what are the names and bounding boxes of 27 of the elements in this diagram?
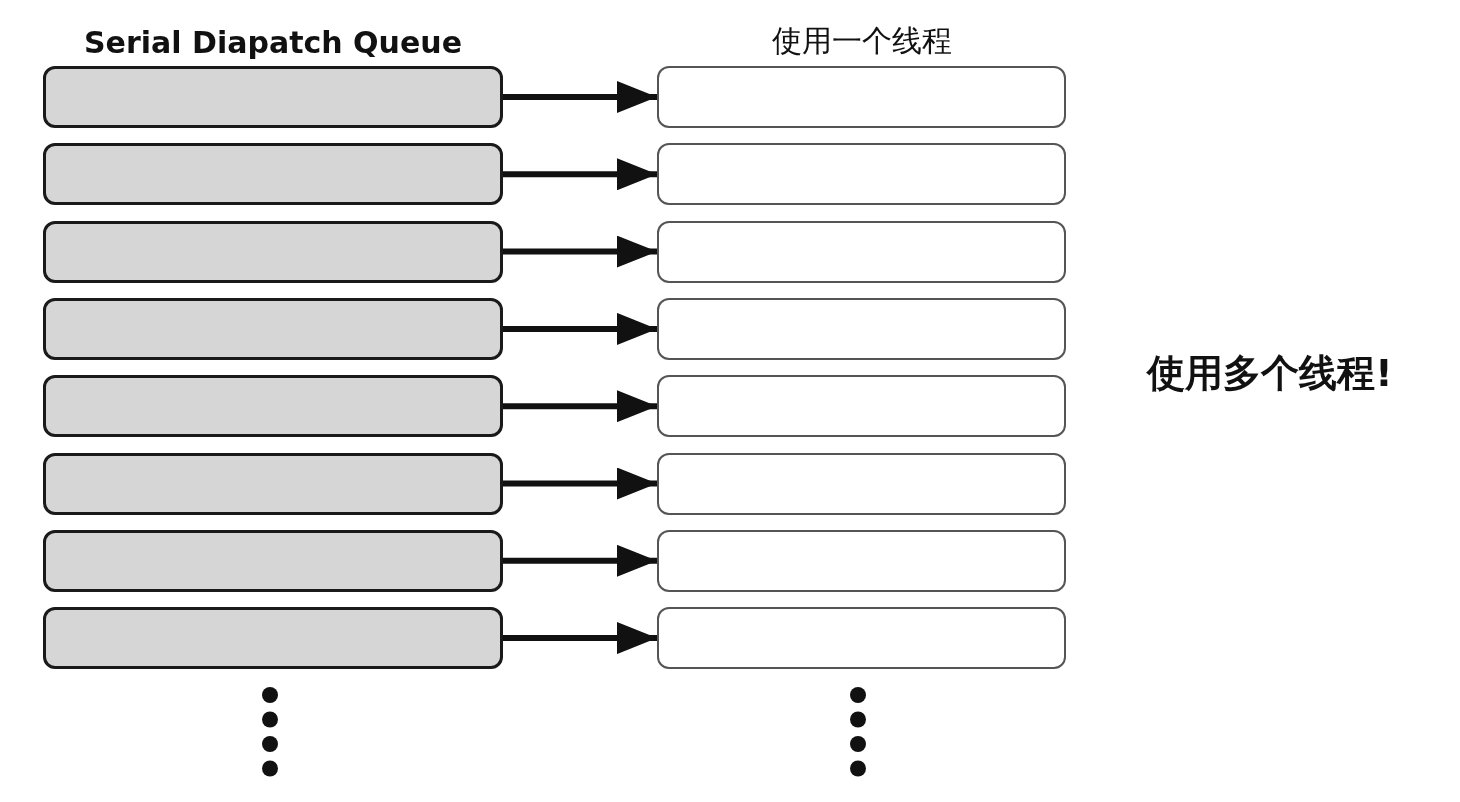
- arrow: [503, 467, 657, 500]
- queue-box: [43, 529, 503, 592]
- queue-box: [43, 66, 503, 128]
- queue-box: [43, 143, 503, 206]
- arrow: [503, 235, 657, 268]
- thread-box: [657, 297, 1066, 360]
- note-text: 使用多个线程!: [1145, 350, 1394, 397]
- thread-box: [657, 220, 1066, 283]
- thread-box: [657, 607, 1066, 670]
- thread-box: [657, 452, 1066, 515]
- arrow: [503, 544, 657, 577]
- queue-box: [43, 375, 503, 438]
- thread-box: [657, 66, 1066, 128]
- thread-box: [657, 143, 1066, 206]
- thread-box: [657, 529, 1066, 592]
- column-heading: 使用一个线程: [770, 22, 953, 60]
- arrow: [503, 622, 657, 655]
- thread-box: [657, 375, 1066, 438]
- queue-box: [43, 297, 503, 360]
- arrow: [503, 390, 657, 423]
- queue-box: [43, 607, 503, 670]
- column-heading: Serial Diapatch Queue: [83, 24, 463, 62]
- queue-box: [43, 220, 503, 283]
- queue-box: [43, 452, 503, 515]
- arrow: [503, 81, 657, 113]
- arrow: [503, 312, 657, 345]
- arrow: [503, 158, 657, 191]
